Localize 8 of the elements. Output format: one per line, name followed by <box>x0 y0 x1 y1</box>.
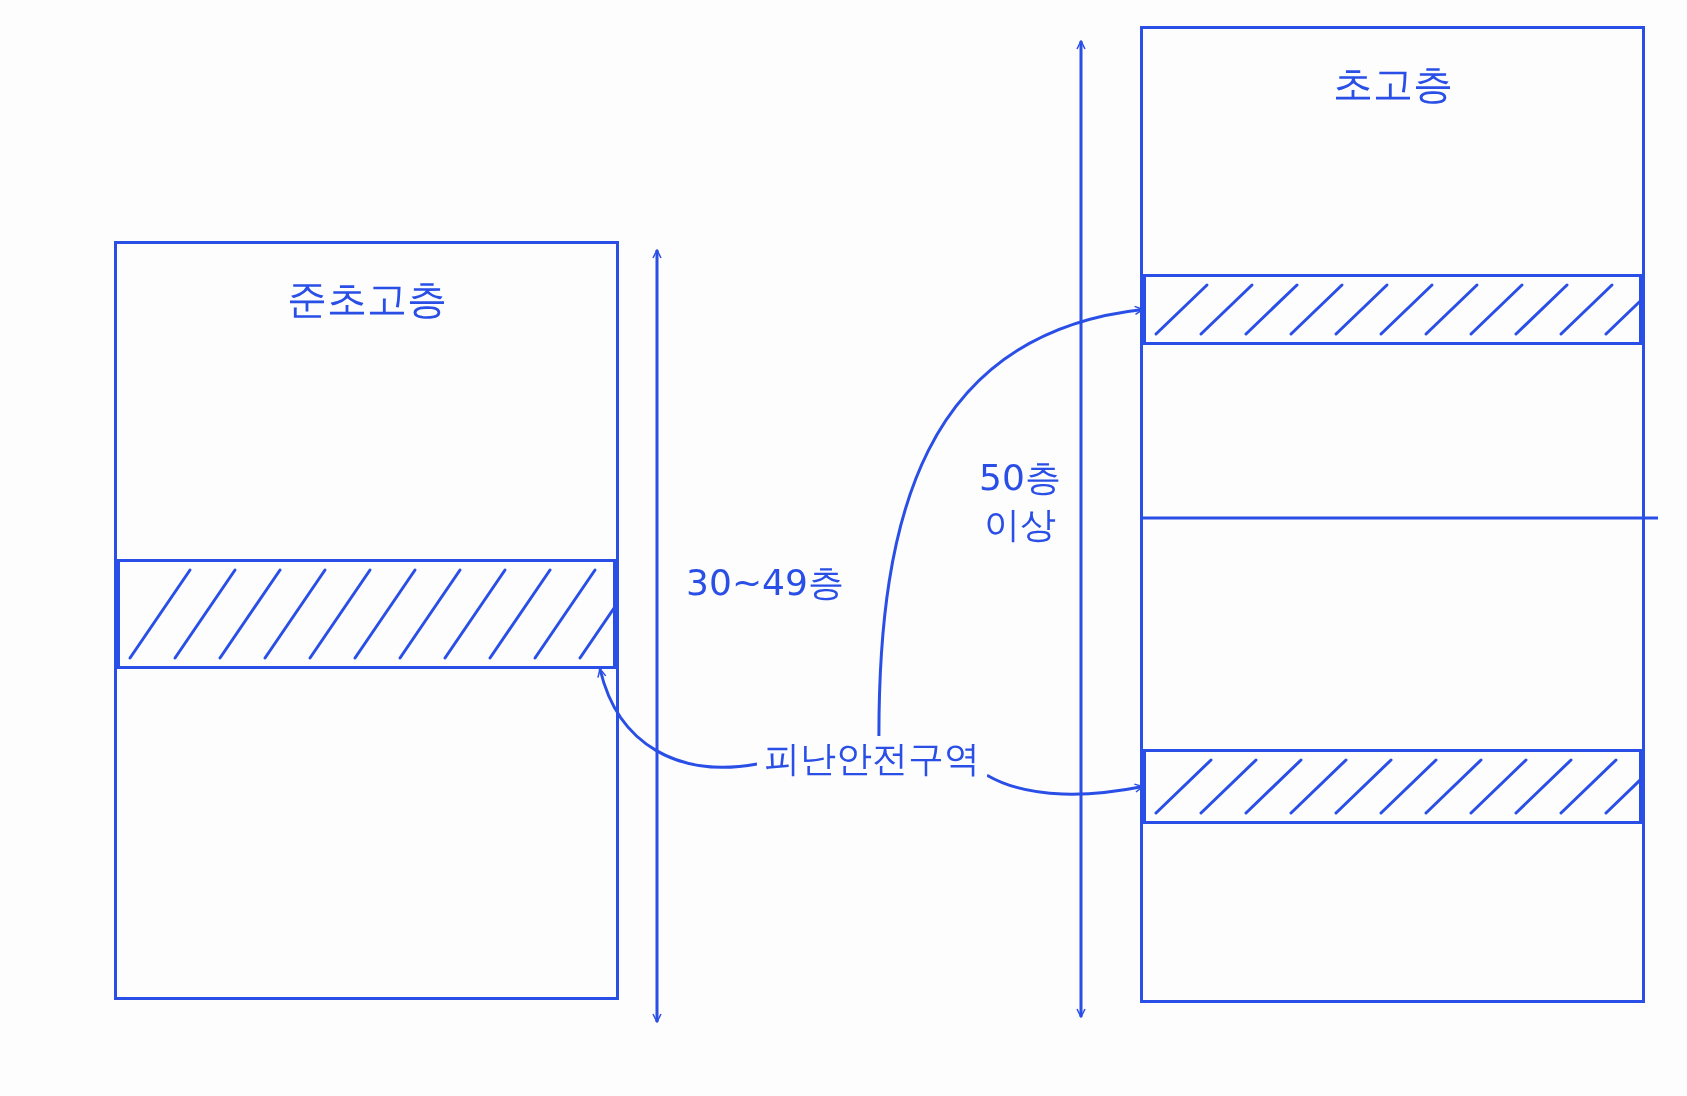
building-outline <box>114 241 619 1000</box>
building-outline <box>1140 26 1645 1003</box>
hatched-band <box>1143 749 1642 824</box>
building-label: 초고층 <box>1331 60 1454 109</box>
arrow <box>597 668 758 769</box>
hatched-band <box>1143 274 1642 345</box>
building-label: 준초고층 <box>285 275 448 324</box>
hatched-band <box>117 559 616 669</box>
